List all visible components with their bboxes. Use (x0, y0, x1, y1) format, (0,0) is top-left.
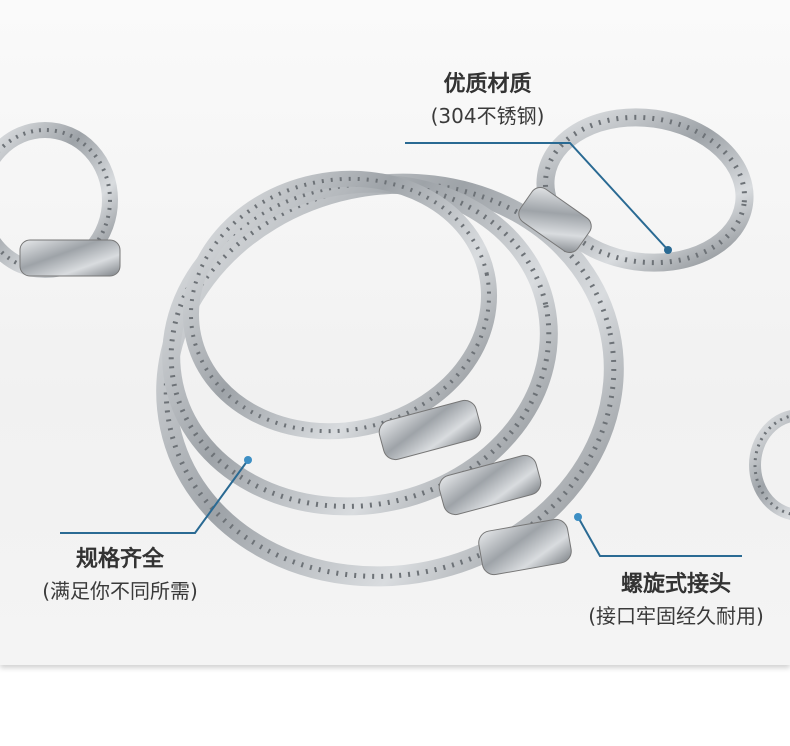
small-clamp-left (0, 122, 121, 278)
callout-material-subtitle: (304不锈钢) (430, 104, 545, 128)
callout-lines (60, 142, 742, 557)
small-clamp-right (749, 410, 790, 520)
callout-joint: 螺旋式接头 (接口牢固经久耐用) (565, 570, 787, 632)
callout-sizes-subtitle: (满足你不同所需) (42, 579, 198, 603)
clamp-top-right (518, 108, 754, 272)
callout-material-title: 优质材质 (443, 72, 532, 97)
screw-housings (378, 399, 572, 576)
product-image-card: 优质材质 (304不锈钢) 规格齐全 (满足你不同所需) 螺旋式接头 (接口牢固… (0, 0, 790, 665)
callout-dot-material (664, 246, 672, 254)
hose-clamps-photo (0, 108, 790, 587)
callout-material: 优质材质 (304不锈钢) (405, 70, 570, 132)
small-clamp-center (182, 170, 498, 440)
callout-dot-sizes (244, 456, 252, 464)
callout-sizes: 规格齐全 (满足你不同所需) (15, 545, 225, 607)
callout-joint-title: 螺旋式接头 (620, 572, 731, 597)
callout-sizes-title: 规格齐全 (75, 547, 164, 572)
callout-joint-subtitle: (接口牢固经久耐用) (588, 604, 764, 628)
callout-dot-joint (574, 513, 582, 521)
